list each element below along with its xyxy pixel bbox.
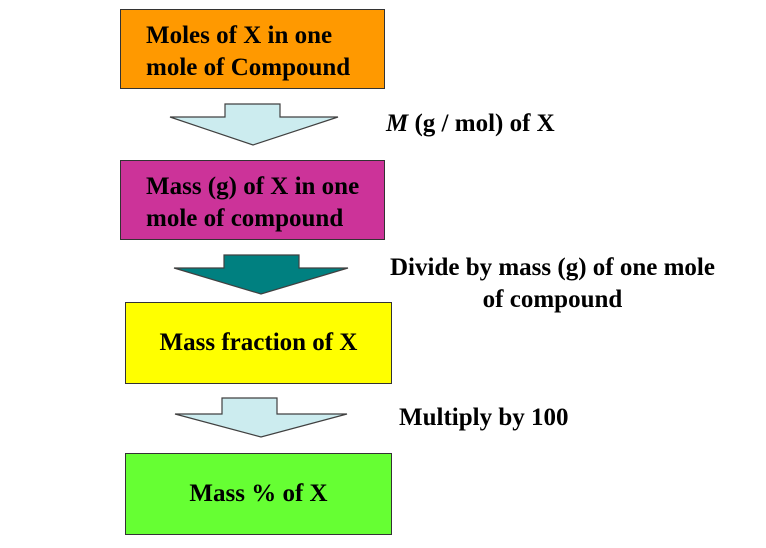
mass-of-x-line1: Mass (g) of X in one <box>146 173 360 200</box>
mass-of-x-line2: mole of compound <box>146 205 344 232</box>
arrow-down-icon <box>174 397 348 438</box>
moles-of-x-line2: mole of Compound <box>146 54 351 81</box>
mass-fraction-box: Mass fraction of X <box>125 302 392 384</box>
moles-of-x-box: Moles of X in one mole of Compound <box>120 9 385 89</box>
mass-fraction-text: Mass fraction of X <box>159 329 358 356</box>
arrow-1-shape <box>169 103 339 146</box>
molar-mass-symbol: M <box>386 110 409 137</box>
step-label-molar-mass: M (g / mol) of X <box>386 108 555 140</box>
arrow-2-shape <box>173 254 349 295</box>
arrow-down-icon <box>169 103 339 146</box>
mass-percent-text: Mass % of X <box>189 480 328 507</box>
arrow-3-shape <box>174 397 348 438</box>
divide-line1: Divide by mass (g) of one mole <box>390 254 715 281</box>
divide-line2: of compound <box>482 286 623 313</box>
step-label-divide: Divide by mass (g) of one mole of compou… <box>390 252 715 316</box>
arrow-down-icon <box>173 254 349 295</box>
step-label-multiply: Multiply by 100 <box>399 404 569 431</box>
molar-mass-text: (g / mol) of X <box>408 110 555 137</box>
mass-percent-box: Mass % of X <box>125 453 392 535</box>
mass-of-x-box: Mass (g) of X in one mole of compound <box>120 160 385 240</box>
moles-of-x-line1: Moles of X in one <box>146 22 333 49</box>
